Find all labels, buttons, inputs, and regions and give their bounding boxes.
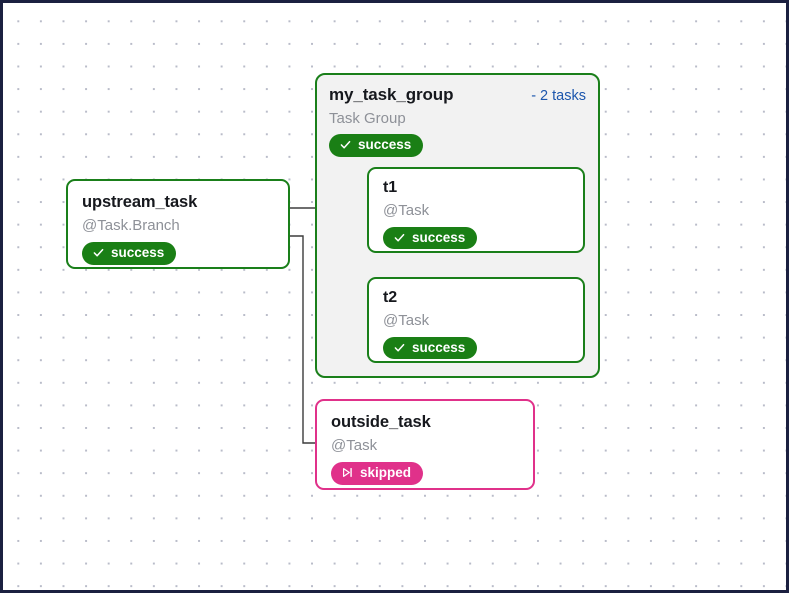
check-icon (393, 341, 406, 354)
task-node-status-label: skipped (360, 465, 412, 481)
check-icon (92, 246, 105, 259)
skip-forward-icon (341, 466, 354, 479)
task-node-status-badge: skipped (331, 462, 424, 485)
check-icon (393, 231, 406, 244)
task-node-t1[interactable]: t1 @Task success (367, 167, 585, 253)
task-group-status-badge: success (329, 134, 424, 157)
task-group-status-label: success (358, 137, 412, 152)
check-icon (339, 138, 352, 151)
task-node-status-badge: success (383, 226, 478, 250)
task-node-title: t2 (383, 289, 398, 306)
task-node-status-label: success (111, 245, 165, 261)
task-node-status-badge: success (82, 242, 177, 265)
task-node-upstream_task[interactable]: upstream_task @Task.Branch success (66, 179, 290, 269)
task-group-title: my_task_group (329, 85, 454, 104)
task-node-type-label: @Task (331, 436, 378, 454)
task-group-container[interactable]: my_task_group - 2 tasks Task Group succe… (315, 73, 600, 378)
task-node-status-label: success (412, 339, 466, 355)
edge-upstream_task-outside_task (290, 235, 315, 444)
task-node-status-label: success (412, 229, 466, 245)
task-node-outside_task[interactable]: outside_task @Task skipped (315, 399, 535, 490)
task-node-title: upstream_task (82, 193, 198, 211)
task-group-type-label: Task Group (329, 110, 406, 127)
task-node-t2[interactable]: t2 @Task success (367, 277, 585, 363)
task-node-type-label: @Task (383, 202, 430, 220)
task-node-type-label: @Task (383, 312, 430, 330)
task-node-title: outside_task (331, 413, 431, 431)
task-group-collapse-toggle[interactable]: - 2 tasks (531, 88, 586, 104)
task-node-type-label: @Task.Branch (82, 216, 180, 234)
task-group-header: my_task_group - 2 tasks Task Group succe… (329, 85, 586, 157)
task-node-title: t1 (383, 179, 398, 196)
task-node-status-badge: success (383, 336, 478, 360)
